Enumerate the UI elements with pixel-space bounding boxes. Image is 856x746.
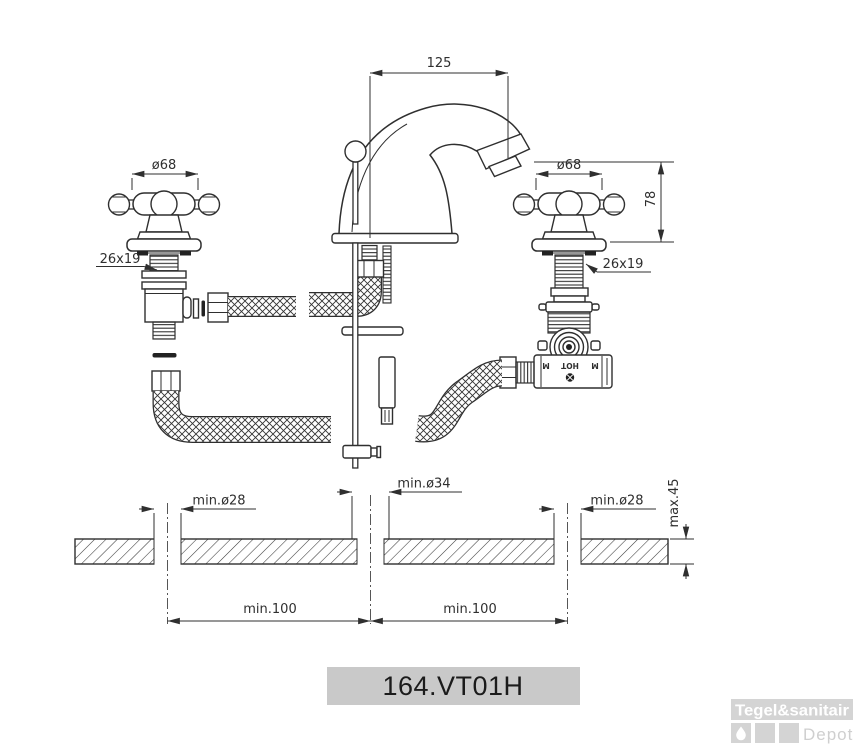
countertop-section <box>74 495 669 624</box>
washer <box>192 298 200 319</box>
dim-min28-right-label: min.ø28 <box>590 494 643 509</box>
logo-square-3 <box>779 723 799 743</box>
rod-clamp <box>342 444 382 459</box>
dim-spout-height: 78 <box>534 161 674 243</box>
dim-deck-thickness: max.45 <box>667 479 694 579</box>
dim-left-thread: 26x19 <box>96 252 158 271</box>
logo-brand-text: Tegel&sanitair <box>735 703 849 720</box>
popup-rod-lower <box>352 242 359 469</box>
droplet-icon <box>736 726 746 741</box>
lift-rod-sleeve <box>378 356 396 425</box>
dim-26x19-right-label: 26x19 <box>603 257 644 272</box>
center-hex-nut <box>353 259 385 278</box>
threaded-stud <box>382 245 392 304</box>
m-marking-right: M <box>591 361 598 370</box>
left-threaded-shank <box>149 254 179 272</box>
right-s-hose <box>417 373 502 429</box>
dim-hole-spacing: min.100 min.100 <box>167 602 568 625</box>
dim-min100-right-label: min.100 <box>443 602 496 617</box>
left-elbow-nut <box>151 370 181 392</box>
right-hose-nipple <box>499 356 535 389</box>
dim-left-hole: min.ø28 <box>139 494 256 539</box>
hot-marking: HOT <box>560 361 579 370</box>
dim-78-label: 78 <box>644 191 659 208</box>
spout-outlet <box>476 133 531 170</box>
logo-sub-text: Depot <box>803 725 853 744</box>
hole-centerlines <box>167 495 568 624</box>
center-assembly <box>309 242 404 469</box>
product-code: 164.VT01H <box>382 671 523 701</box>
dim-right-thread: 26x19 <box>585 257 651 274</box>
right-flange <box>538 301 600 313</box>
logo-bar <box>731 699 853 720</box>
left-valve-assembly <box>107 190 332 430</box>
dim-right-handle-dia: ø68 <box>535 158 603 190</box>
spout-drawing <box>331 103 531 244</box>
dim-min28-left-label: min.ø28 <box>192 494 245 509</box>
dim-dia68-right-label: ø68 <box>557 158 582 173</box>
product-code-box: 164.VT01H <box>327 667 580 705</box>
dim-center-hole: min.ø34 <box>337 477 462 539</box>
dim-spout-reach: 125 <box>369 56 509 238</box>
dim-max45-label: max.45 <box>667 479 682 528</box>
m-marking-left: M <box>542 361 549 370</box>
left-hose-nut <box>207 292 229 323</box>
logo-square-2 <box>755 723 775 743</box>
dim-min34-label: min.ø34 <box>397 477 450 492</box>
dim-min100-left-label: min.100 <box>243 602 296 617</box>
dim-right-hole: min.ø28 <box>539 494 656 539</box>
escutcheon-plate <box>341 326 404 336</box>
aerator <box>488 155 522 178</box>
o-ring <box>201 300 205 317</box>
flat-washer <box>152 353 177 358</box>
right-valve-body: HOT M M <box>533 354 613 389</box>
dim-left-handle-dia: ø68 <box>131 158 199 190</box>
right-valve-assembly: HOT M M <box>417 190 626 429</box>
popup-rod-knob <box>344 140 367 225</box>
right-cross-handle <box>512 190 626 257</box>
left-bottom-stub <box>152 321 176 340</box>
left-elbow-hose <box>166 391 331 430</box>
center-thread-stub <box>361 244 378 262</box>
dim-125-label: 125 <box>427 56 452 71</box>
dimension-annotations: 125 ø68 ø68 78 26x19 <box>96 56 694 625</box>
left-valve-body <box>144 288 229 340</box>
dim-dia68-left-label: ø68 <box>152 158 177 173</box>
dim-26x19-left-label: 26x19 <box>100 252 141 267</box>
right-threaded-shank <box>554 254 584 289</box>
left-cross-handle <box>107 190 221 257</box>
brand-logo: Tegel&sanitair Depot <box>731 699 853 744</box>
